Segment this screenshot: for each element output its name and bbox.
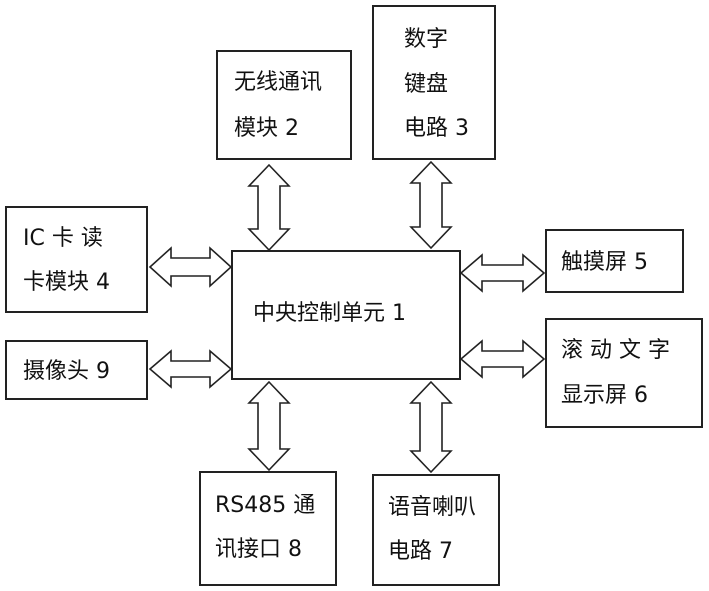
speaker-circuit-box: 语音喇叭 电路 7 xyxy=(372,474,500,586)
speaker-circuit-label-line2: 电路 7 xyxy=(388,539,453,564)
arrow-central-display xyxy=(459,339,546,379)
speaker-circuit-label-line1: 语音喇叭 xyxy=(388,495,477,520)
arrow-keypad-central xyxy=(409,160,453,250)
central-control-unit-box: 中央控制单元 1 xyxy=(231,250,461,380)
arrow-central-rs485 xyxy=(247,380,291,472)
scrolling-display-box: 滚 动 文 字 显示屏 6 xyxy=(545,318,703,428)
arrow-central-touchscreen xyxy=(459,253,546,293)
central-control-unit-label: 中央控制单元 1 xyxy=(253,301,406,326)
scrolling-display-label-line2: 显示屏 6 xyxy=(561,383,648,408)
ic-card-reader-label-line1: IC 卡 读 xyxy=(23,226,103,251)
wireless-module-box: 无线通讯 模块 2 xyxy=(216,50,352,160)
camera-box: 摄像头 9 xyxy=(5,340,148,400)
touchscreen-label: 触摸屏 5 xyxy=(561,250,648,275)
keypad-circuit-label-line3: 电路 3 xyxy=(404,116,469,141)
wireless-module-label-line2: 模块 2 xyxy=(234,116,299,141)
keypad-circuit-label-line2: 键盘 xyxy=(404,72,449,97)
touchscreen-box: 触摸屏 5 xyxy=(545,229,684,293)
arrow-central-speaker xyxy=(409,380,453,474)
ic-card-reader-label-line2: 卡模块 4 xyxy=(23,270,110,295)
rs485-interface-box: RS485 通 讯接口 8 xyxy=(199,471,337,586)
keypad-circuit-box: 数字 键盘 电路 3 xyxy=(372,5,496,160)
arrow-camera-central xyxy=(148,349,233,389)
wireless-module-label-line1: 无线通讯 xyxy=(234,70,323,95)
arrow-wireless-central xyxy=(247,163,291,252)
ic-card-reader-box: IC 卡 读 卡模块 4 xyxy=(5,206,148,313)
scrolling-display-label-line1: 滚 动 文 字 xyxy=(561,338,670,363)
keypad-circuit-label-line1: 数字 xyxy=(404,27,449,52)
arrow-iccard-central xyxy=(148,246,233,288)
rs485-interface-label-line2: 讯接口 8 xyxy=(215,537,302,562)
rs485-interface-label-line1: RS485 通 xyxy=(215,493,316,518)
camera-label: 摄像头 9 xyxy=(23,359,110,384)
